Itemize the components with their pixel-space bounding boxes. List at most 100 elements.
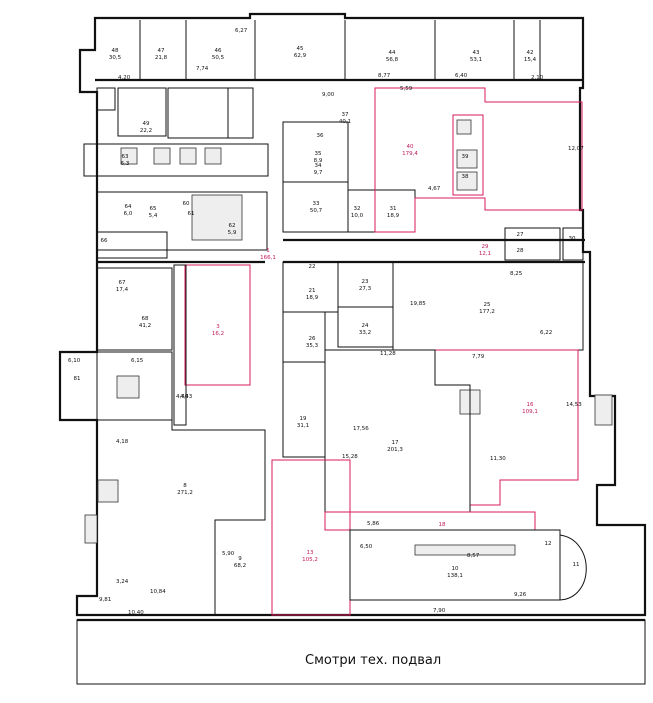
room-number: 32 <box>354 206 361 212</box>
dimension-label: 2,10 <box>531 75 544 81</box>
dimension-label: 15,28 <box>342 454 358 460</box>
dimension-label: 6,15 <box>131 358 144 364</box>
dimension-label: 5,86 <box>367 521 380 527</box>
room-area: 17,4 <box>116 287 129 293</box>
dimension-label: 6,40 <box>455 73 468 79</box>
dimension-label: 4,43 <box>180 394 193 400</box>
room-number: 44 <box>389 50 396 56</box>
room-number: 31 <box>390 206 397 212</box>
room-area: 22,2 <box>140 128 152 134</box>
dimension-label: 11,28 <box>380 351 396 357</box>
dimension-label: 19,85 <box>410 301 426 307</box>
room-number: 67 <box>119 280 126 286</box>
room-number: 40 <box>407 144 414 150</box>
dimension-label: 6,27 <box>235 28 248 34</box>
room-area: 6,3 <box>121 161 130 167</box>
room-number: 1 <box>266 248 270 254</box>
dimension-label: 9,81 <box>99 597 111 603</box>
room-area: 271,2 <box>177 490 193 496</box>
room-area: 8,9 <box>314 158 323 164</box>
room-number: 30 <box>569 236 576 242</box>
room-number: 19 <box>300 416 307 422</box>
dimension-label: 10,84 <box>150 589 166 595</box>
room-number: 12 <box>545 541 552 547</box>
dimension-label: 17,56 <box>353 426 369 432</box>
dimension-label: 5,90 <box>222 551 235 557</box>
room-area: 12,1 <box>479 251 491 257</box>
room-number: 17 <box>392 440 399 446</box>
room-area: 15,4 <box>524 57 537 63</box>
room-number: 81 <box>74 376 81 382</box>
room-area: 31,1 <box>297 423 309 429</box>
room-number: 3 <box>216 324 220 330</box>
room-number: 24 <box>362 323 369 329</box>
room-number: 63 <box>122 154 129 160</box>
room-number: 8 <box>183 483 187 489</box>
dimension-label: 3,24 <box>116 579 129 585</box>
room-number: 10 <box>452 566 459 572</box>
dimension-label: 7,74 <box>196 66 209 72</box>
room-number: 49 <box>143 121 150 127</box>
outer-wall <box>58 12 647 617</box>
room-area: 9,7 <box>314 170 323 176</box>
dimension-label: 8,77 <box>378 73 391 79</box>
room-number: 61 <box>188 211 195 217</box>
room-area: 5,9 <box>228 230 237 236</box>
room-area: 30,5 <box>109 55 122 61</box>
room-area: 41,2 <box>139 323 151 329</box>
room-area: 18,9 <box>306 295 319 301</box>
dimension-label: 6,50 <box>360 544 373 550</box>
room-number: 68 <box>142 316 149 322</box>
dimension-label: 12,07 <box>568 146 584 152</box>
room-area: 177,2 <box>479 309 495 315</box>
room-area: 105,2 <box>302 557 318 563</box>
dimension-label: 9,00 <box>322 92 335 98</box>
room-number: 33 <box>313 201 320 207</box>
room-number: 13 <box>307 550 314 556</box>
room-number: 21 <box>309 288 316 294</box>
dimension-label: 6,22 <box>540 330 552 336</box>
room-number: 28 <box>517 248 524 254</box>
room-number: 26 <box>309 336 316 342</box>
room-number: 46 <box>215 48 222 54</box>
room-number: 66 <box>101 238 108 244</box>
room-number: 23 <box>362 279 369 285</box>
room-number: 35 <box>315 151 322 157</box>
room-area: 18,9 <box>387 213 400 219</box>
room-number: 39 <box>462 154 469 160</box>
dimension-label: 8,57 <box>467 553 480 559</box>
room-number: 48 <box>112 48 119 54</box>
room-number: 11 <box>573 562 580 568</box>
room-area: 35,3 <box>306 343 319 349</box>
room-area: 53,1 <box>470 57 482 63</box>
room-number: 29 <box>482 244 489 250</box>
room-number: 27 <box>517 232 524 238</box>
room-area: 109,1 <box>522 409 538 415</box>
dimension-label: 11,30 <box>490 456 506 462</box>
room-number: 62 <box>229 223 236 229</box>
dimension-label: 4,18 <box>116 439 129 445</box>
room-number: 9 <box>238 556 242 562</box>
dimension-label: 7,79 <box>472 354 485 360</box>
room-area: 166,1 <box>260 255 276 261</box>
room-area: 6,0 <box>124 211 133 217</box>
dimension-label: 9,26 <box>514 592 527 598</box>
room-area: 10,0 <box>351 213 364 219</box>
room-area: 16,2 <box>212 331 224 337</box>
room-area: 40,1 <box>339 119 351 125</box>
room-area: 62,9 <box>294 53 307 59</box>
dimension-label: 10,40 <box>128 610 144 616</box>
room-number: 60 <box>183 201 190 207</box>
dimension-label: 6,10 <box>68 358 81 364</box>
room-number: 25 <box>484 302 491 308</box>
dimension-label: 7,90 <box>433 608 446 614</box>
dimension-label: 4,20 <box>118 75 131 81</box>
room-number: 16 <box>527 402 534 408</box>
room-number: 42 <box>527 50 534 56</box>
room-area: 179,4 <box>402 151 418 157</box>
dimension-label: 8,25 <box>510 271 523 277</box>
room-number: 64 <box>125 204 132 210</box>
